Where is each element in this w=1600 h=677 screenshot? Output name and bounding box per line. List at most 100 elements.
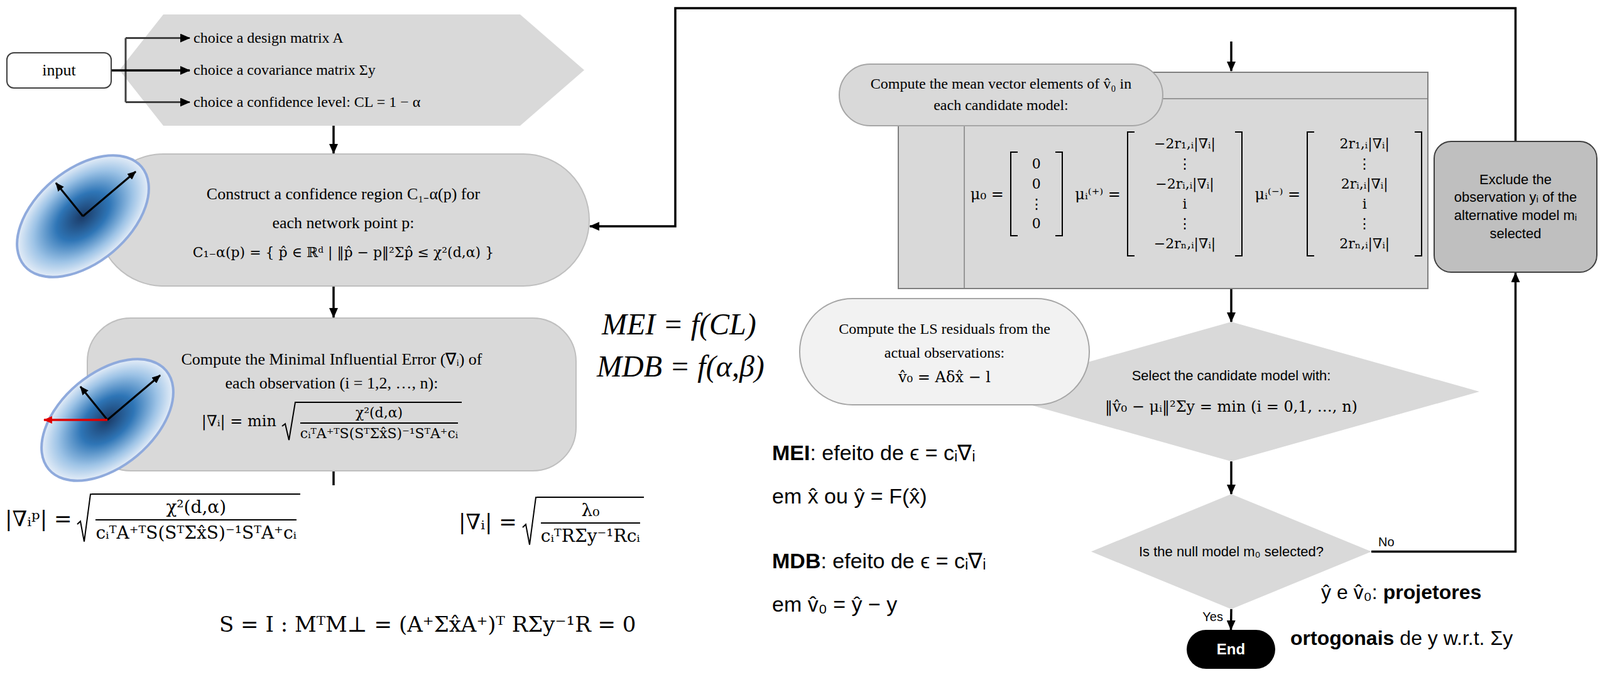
- radicand: χ²(d,α)cᵢᵀA⁺ᵀS(SᵀΣx̂S)⁻¹SᵀA⁺cᵢ: [91, 493, 301, 543]
- radical-sign: [76, 493, 92, 543]
- free-label: |∇ᵢᵖ| =: [5, 505, 72, 531]
- ellipse: [0, 131, 172, 301]
- process-box-shape: [86, 317, 577, 472]
- free-label: de y w.r.t. Σy: [1399, 626, 1513, 650]
- flow-arrow: [1229, 288, 1233, 322]
- radical-stroke: [282, 402, 297, 440]
- free-label: ŷ e v̂₀:: [1321, 580, 1378, 604]
- flow-arrow: [111, 69, 190, 72]
- diamond-outline: [983, 321, 1480, 462]
- axis-arrow: [80, 386, 108, 420]
- flow-arrow: [1229, 461, 1233, 494]
- formula-label: |∇ᵢ| =λ₀cᵢᵀRΣy⁻¹Rcᵢ: [458, 496, 644, 546]
- error-ellipse: [18, 334, 196, 505]
- node-text: 0 0 ⋮ 0: [1010, 151, 1063, 237]
- free-label: em v̂₀ = ŷ − y: [772, 591, 898, 617]
- free-label: : efeito de ϵ = cᵢ∇ᵢ: [809, 439, 975, 465]
- node-text: −2r₁,ᵢ|∇ᵢ| ⋮ −2rᵢ,ᵢ|∇ᵢ| i ⋮ −2rₙ,ᵢ|∇ᵢ|: [1126, 131, 1243, 257]
- radicand: χ²(d,α)cᵢᵀA⁺ᵀS(SᵀΣx̂S)⁻¹SᵀA⁺cᵢ: [296, 401, 462, 441]
- node-text: cᵢᵀA⁺ᵀS(SᵀΣx̂S)⁻¹SᵀA⁺cᵢ: [300, 422, 458, 441]
- process-box: Compute the LS residuals from the actual…: [799, 297, 1090, 406]
- branch-arrow: [125, 101, 190, 104]
- node-text: v̂₀ = Aδx̂ − l: [898, 368, 991, 386]
- free-label: : efeito de ϵ = cᵢ∇ᵢ: [820, 547, 986, 573]
- ellipse: [18, 334, 196, 505]
- label-group: ortogonaisde y w.r.t. Σy: [1290, 626, 1513, 650]
- radical-sign: [281, 401, 297, 441]
- free-label: MDB = f(α,β): [596, 348, 765, 384]
- label-group: em x̂ ou ŷ = F(x̂): [772, 483, 928, 509]
- node-text: μ₀ =: [970, 185, 1004, 203]
- label-group: MDB = f(α,β): [596, 348, 765, 384]
- confidence-ellipse: [0, 131, 172, 301]
- axis-arrow: [82, 171, 136, 217]
- free-label: MEI: [772, 440, 810, 465]
- vector-row: μ₀ = 0 0 ⋮ 0 μᵢ⁽⁺⁾ = −2r₁,ᵢ|∇ᵢ| ⋮ −2rᵢ,ᵢ|∇ᵢ…: [964, 98, 1429, 289]
- node-text: 2r₁,ᵢ|∇ᵢ| ⋮ 2rᵢ,ᵢ|∇ᵢ| i ⋮ 2rₙ,ᵢ|∇ᵢ|: [1306, 131, 1423, 257]
- radical: λ₀cᵢᵀRΣy⁻¹Rcᵢ: [517, 496, 644, 546]
- label-group: MDB: efeito de ϵ = cᵢ∇ᵢ: [772, 547, 987, 573]
- entry-arrow: [1229, 41, 1233, 71]
- label-group: MEI: efeito de ϵ = cᵢ∇ᵢ: [772, 439, 976, 465]
- node-text: Select the candidate model with:: [1131, 367, 1332, 384]
- hexagon-outline: [119, 14, 585, 126]
- decision-diamond-shape: [983, 321, 1480, 462]
- node-text: ‖v̂₀ − μᵢ‖²Σy = min (i = 0,1, …, n): [1104, 397, 1358, 416]
- terminal-box: End: [1186, 629, 1276, 669]
- free-label: cᵢᵀRΣy⁻¹Rcᵢ: [540, 522, 641, 546]
- axis-arrow: [55, 182, 83, 217]
- node-text: End: [1216, 640, 1246, 658]
- free-label: λ₀: [540, 499, 641, 523]
- node-text: χ²(d,α): [300, 404, 458, 423]
- node-text: choice a confidence level: CL = 1 − α: [193, 93, 421, 111]
- node-text: μᵢ⁽⁻⁾ =: [1255, 185, 1301, 203]
- node-text: Construct a confidence region C₁₋α(p) fo…: [205, 179, 482, 237]
- free-label: ortogonais: [1290, 626, 1394, 650]
- radical: χ²(d,α)cᵢᵀA⁺ᵀS(SᵀΣx̂S)⁻¹SᵀA⁺cᵢ: [276, 401, 462, 441]
- label-group: ŷ e v̂₀:projetores: [1321, 580, 1482, 604]
- free-label: |∇ᵢ| =: [458, 508, 518, 534]
- node-text: |∇ᵢ| = min: [201, 412, 277, 430]
- label-group: S = I : MᵀM⊥ = (A⁺Σx̂A⁺)ᵀ RΣy⁻¹R = 0: [219, 611, 636, 637]
- node-text: μᵢ⁽⁺⁾ =: [1074, 185, 1121, 203]
- radical-formula: |∇ᵢ| =λ₀cᵢᵀRΣy⁻¹Rcᵢ: [458, 496, 644, 546]
- header-box-shape: [838, 63, 1164, 127]
- free-label: MEI = f(CL): [601, 306, 757, 342]
- table-rule: [963, 98, 965, 289]
- radical: χ²(d,α)cᵢᵀA⁺ᵀS(SᵀΣx̂S)⁻¹SᵀA⁺cᵢ: [71, 493, 301, 543]
- vector-group: μᵢ⁽⁻⁾ = 2r₁,ᵢ|∇ᵢ| ⋮ 2rᵢ,ᵢ|∇ᵢ| i ⋮ 2rₙ,ᵢ|∇…: [1255, 131, 1423, 257]
- process-box: Compute the Minimal Influential Error (∇…: [86, 317, 577, 472]
- radical-formula: |∇ᵢᵖ| = χ²(d,α)cᵢᵀA⁺ᵀS(SᵀΣx̂S)⁻¹SᵀA⁺cᵢ: [5, 493, 301, 543]
- node-text: Is the null model m₀ selected?: [1138, 543, 1324, 560]
- node-text: Exclude the observation yᵢ of the altern…: [1451, 170, 1580, 243]
- node-text: choice a covariance matrix Σy: [193, 61, 376, 79]
- label-group: em v̂₀ = ŷ − y: [772, 591, 898, 617]
- free-label: cᵢᵀA⁺ᵀS(SᵀΣx̂S)⁻¹SᵀA⁺cᵢ: [95, 518, 297, 543]
- decision-diamond: Select the candidate model with: ‖v̂₀ − μ…: [983, 321, 1480, 462]
- node-text: Compute the Minimal Influential Error (∇…: [168, 347, 496, 395]
- edge-label: No: [1376, 534, 1397, 550]
- edge-lines: [111, 8, 1516, 630]
- formula-label: |∇ᵢᵖ| = χ²(d,α)cᵢᵀA⁺ᵀS(SᵀΣx̂S)⁻¹SᵀA⁺cᵢ: [5, 493, 301, 543]
- axis-arrow: [107, 375, 161, 420]
- node-text: Compute the mean vector elements of v̂₀ …: [869, 73, 1134, 116]
- free-label: χ²(d,α): [95, 496, 297, 519]
- input-hexagon: choice a design matrix A choice a covaria…: [119, 14, 585, 126]
- free-label: MDB: [772, 548, 821, 573]
- radical-stroke: [77, 493, 92, 541]
- label-group: MEI = f(CL): [601, 306, 757, 342]
- stub-line: [332, 471, 335, 485]
- node-text: choice a design matrix A: [193, 29, 344, 47]
- process-box: Construct a confidence region C₁₋α(p) fo…: [96, 153, 590, 287]
- radical-formula: |∇ᵢ| = min χ²(d,α)cᵢᵀA⁺ᵀS(SᵀΣx̂S)⁻¹SᵀA⁺cᵢ: [201, 401, 462, 441]
- free-label: S = I : MᵀM⊥ = (A⁺Σx̂A⁺)ᵀ RΣy⁻¹R = 0: [219, 611, 636, 637]
- exclude-box: Exclude the observation yᵢ of the altern…: [1433, 140, 1598, 273]
- flow-arrow: [1371, 272, 1516, 552]
- header-box: Compute the mean vector elements of v̂₀ …: [838, 63, 1164, 127]
- decor-lines: [125, 38, 1232, 486]
- node-text: input: [42, 60, 76, 80]
- free-label: em x̂ ou ŷ = F(x̂): [772, 483, 928, 509]
- free-label: projetores: [1383, 580, 1482, 604]
- error-arrow: [43, 418, 108, 421]
